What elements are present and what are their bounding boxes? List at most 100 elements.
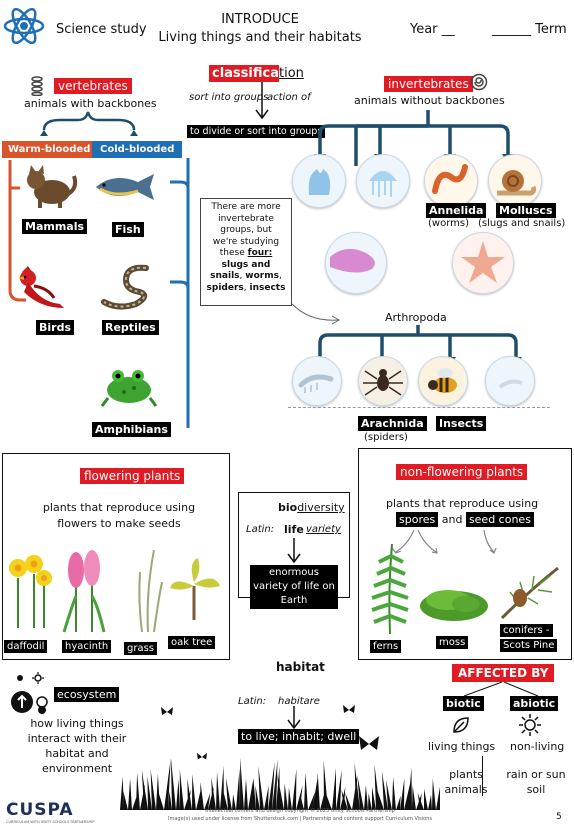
- conifer-image: [500, 566, 559, 620]
- affected-by-title: AFFECTED BY: [452, 664, 555, 682]
- note-line-8: spiders, insects: [206, 282, 286, 293]
- butterfly-icon: [343, 705, 355, 713]
- habitat-latin-word: habitare: [278, 696, 320, 707]
- flower-daffodil: daffodil: [4, 640, 48, 653]
- flowering-box: [2, 453, 230, 660]
- classification-word-rest: tion: [278, 66, 304, 81]
- habitat-latin-label: Latin:: [238, 696, 267, 707]
- spider-image: [363, 369, 403, 396]
- grass-image: [138, 549, 163, 633]
- abiotic-example-rain: rain or sun: [506, 768, 566, 781]
- note-slugs: slugs and: [221, 259, 271, 270]
- flower-hyacinth: hyacinth: [62, 640, 112, 653]
- habitat-arrow: [287, 706, 301, 730]
- bird-image: [18, 266, 64, 308]
- arachnida-label: Arachnida: [358, 416, 427, 431]
- worm-circle: [424, 154, 478, 208]
- spine-icon: [31, 76, 43, 96]
- fern-image: [371, 543, 409, 635]
- butterfly-icon: [359, 736, 379, 750]
- and-label: and: [441, 513, 463, 526]
- plant-conifers: conifers -: [500, 624, 553, 637]
- arthropoda-label: Arthropoda: [385, 311, 447, 324]
- non-flowering-description: plants that reproduce using: [386, 497, 539, 510]
- note-spiders: spiders: [206, 282, 244, 293]
- note-worms: worms: [245, 271, 279, 281]
- crustacean-circle: [292, 356, 342, 406]
- non-flowering-box: [358, 448, 572, 660]
- note-these: these: [219, 248, 245, 258]
- seed-cones-label: seed cones: [465, 512, 534, 527]
- footer-copyright: Intellectual content and design copyrigh…: [205, 808, 395, 814]
- annelida-sublabel: (worms): [428, 218, 469, 229]
- classification-arrow: [255, 82, 269, 120]
- grass-silhouette: [120, 757, 440, 810]
- butterfly-icon: [197, 752, 207, 760]
- classification-word-red: classifica: [209, 65, 279, 82]
- invertebrates-tree: [314, 110, 514, 166]
- non-flowering-methods: spores and seed cones: [396, 512, 534, 527]
- classification-left-note: sort into groups: [189, 92, 269, 103]
- daffodil-image: [9, 555, 52, 628]
- subject-label: Science study: [56, 22, 147, 37]
- abiotic-definition: non-living: [510, 740, 565, 753]
- shell-icon: [470, 73, 488, 91]
- ecosystem-icon: [11, 672, 48, 714]
- flower-oak-tree: oak tree: [168, 636, 216, 649]
- group-amphibians: Amphibians: [92, 422, 171, 437]
- classification-definition: to divide or sort into groups: [187, 125, 326, 138]
- frog-image: [100, 370, 158, 407]
- term-label: ______ Term: [492, 22, 567, 37]
- molluscs-sublabel: (slugs and snails): [478, 218, 566, 229]
- invertebrates-title: invertebrates: [384, 76, 473, 92]
- warm-blooded-label: Warm-blooded: [2, 141, 97, 158]
- sun-icon: [519, 714, 541, 736]
- biodiversity-latin-label: Latin:: [246, 524, 275, 535]
- snail-image: [497, 170, 537, 196]
- molluscs-label: Molluscs: [496, 203, 556, 218]
- note-insects: insects: [249, 282, 286, 293]
- abiotic-example-soil: soil: [526, 783, 546, 796]
- biotic-example-plants: plants: [449, 768, 483, 781]
- bee-image: [428, 368, 457, 393]
- starfish-image: [461, 241, 505, 283]
- affected-divider: [482, 756, 483, 796]
- group-birds: Birds: [36, 320, 75, 335]
- spores-arrows: [391, 529, 497, 554]
- footer-license: Image(s) used under license from Shutter…: [168, 816, 432, 822]
- spores-label: spores: [396, 512, 439, 527]
- sponge-image: [308, 169, 331, 195]
- vertebrates-title: vertebrates: [54, 78, 132, 94]
- arthropoda-divider: [288, 407, 550, 408]
- hyacinth-image: [62, 550, 106, 633]
- note-line-3: groups, but: [220, 225, 272, 235]
- invertebrate-note: There are more invertebrate groups, but …: [200, 198, 292, 306]
- note-line-2: invertebrate: [218, 213, 274, 224]
- butterfly-icon: [161, 707, 173, 715]
- invertebrates-subtitle: animals without backbones: [354, 94, 505, 107]
- snail-circle: [488, 154, 542, 208]
- vertebrates-tree: [8, 111, 190, 428]
- shrimp-image: [298, 374, 334, 393]
- vertebrates-subtitle: animals with backbones: [24, 97, 157, 110]
- moss-image: [420, 590, 488, 621]
- insect-image: [498, 379, 523, 389]
- biodiversity-bio: bio: [278, 501, 298, 514]
- biodiversity-life: life: [284, 523, 304, 536]
- flowering-description: plants that reproduce using flowers to m…: [42, 501, 196, 530]
- spider-circle: [358, 356, 408, 406]
- ecosystem-title: ecosystem: [54, 687, 120, 702]
- note-arrow: [291, 303, 341, 325]
- cuspa-logo-sub: CURRICULUM WITH UNITY SCHOOLS PARTNERSHI…: [6, 820, 95, 824]
- starfish-circle: [452, 232, 514, 294]
- atom-icon: [3, 7, 45, 45]
- habitat-definition: to live; inhabit; dwell: [238, 729, 360, 744]
- arthropoda-tree: [314, 325, 522, 366]
- biotic-definition: living things: [428, 740, 496, 753]
- biodiversity-word: biodiversity: [278, 501, 345, 514]
- plant-moss: moss: [436, 636, 469, 649]
- classification-word: classification: [209, 65, 307, 82]
- flowering-title: flowering plants: [80, 468, 185, 484]
- snake-image: [101, 264, 149, 310]
- non-flowering-title: non-flowering plants: [396, 464, 528, 480]
